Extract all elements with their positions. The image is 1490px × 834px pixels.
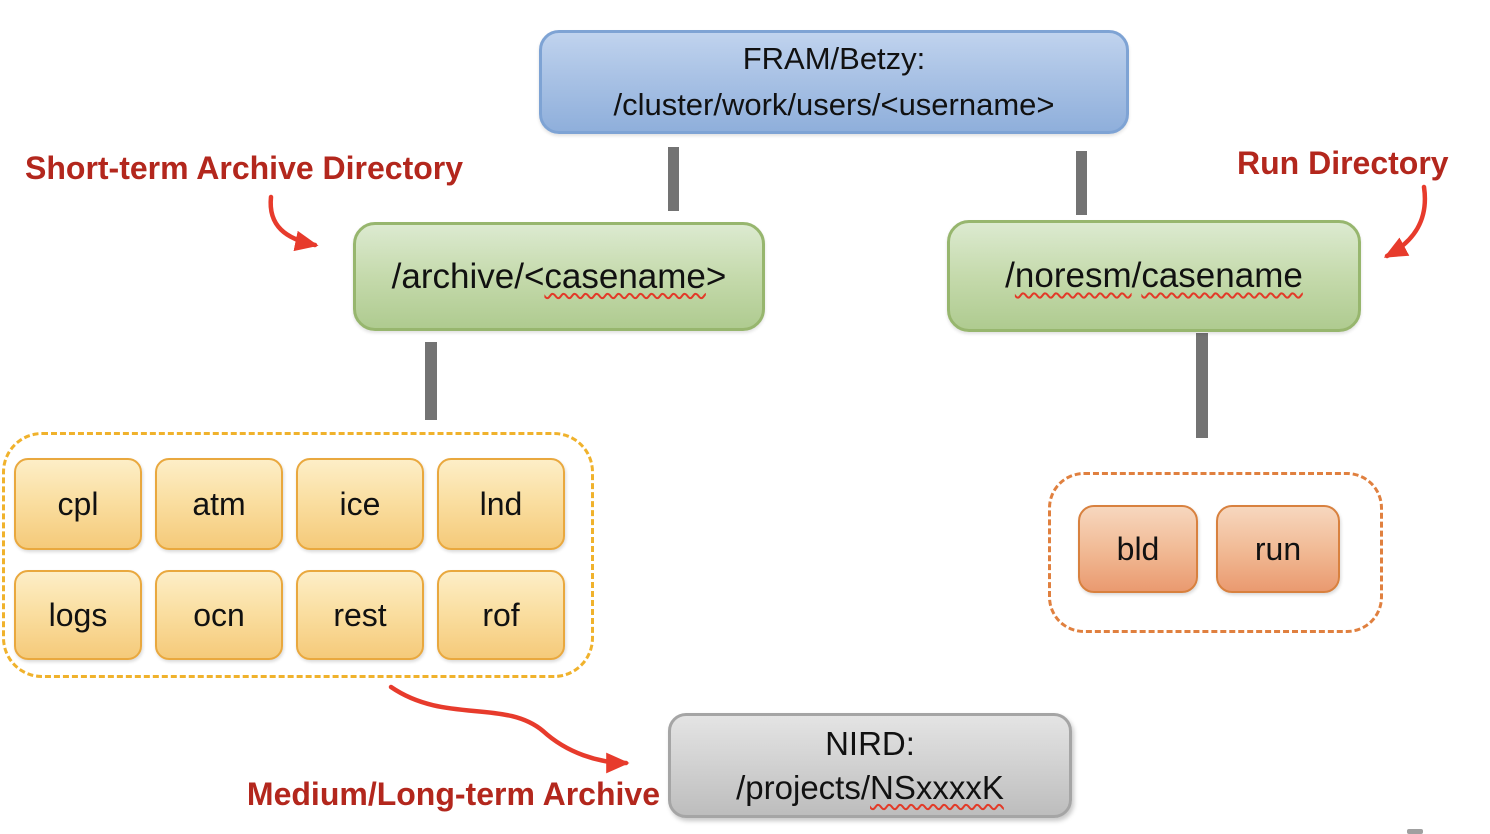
- short-term-archive-label: Short-term Archive Directory: [25, 150, 464, 186]
- folder-bld: bld: [1078, 505, 1198, 593]
- folder-cpl: cpl: [14, 458, 142, 550]
- archive-path-suffix: >: [705, 256, 727, 296]
- archive-folders-group: [2, 432, 594, 678]
- folder-ice: ice: [296, 458, 424, 550]
- noresm-path: /noresm/casename: [1005, 256, 1303, 296]
- nird-line2: /projects/NSxxxxK: [736, 766, 1004, 810]
- folder-lnd: lnd: [437, 458, 565, 550]
- folder-ocn: ocn: [155, 570, 283, 660]
- node-noresm-casename: /noresm/casename: [947, 220, 1361, 332]
- fram-line2: /cluster/work/users/<username>: [613, 87, 1055, 122]
- nird-path-prefix: /projects/: [736, 768, 871, 806]
- short-term-arrow: [268, 194, 319, 252]
- run-directory-label: Run Directory: [1237, 145, 1449, 181]
- run-folders-group: [1048, 472, 1383, 633]
- connector-archive-folders: [425, 342, 437, 420]
- archive-path-casename: casename: [544, 256, 706, 296]
- archive-path-prefix: /archive/<: [391, 256, 545, 296]
- node-archive-casename: /archive/<casename>: [353, 222, 765, 331]
- connector-fram-archive: [668, 147, 679, 211]
- fram-line1: FRAM/Betzy:: [742, 41, 926, 76]
- noresm-path-slash2: /: [1131, 256, 1142, 295]
- noresm-path-casename: casename: [1141, 256, 1303, 295]
- noresm-path-slash1: /: [1005, 256, 1015, 295]
- connector-noresm-folders: [1196, 333, 1208, 438]
- clipped-page-number: [1407, 829, 1423, 834]
- folder-rest: rest: [296, 570, 424, 660]
- folder-rof: rof: [437, 570, 565, 660]
- archive-path: /archive/<casename>: [392, 257, 727, 297]
- folder-logs: logs: [14, 570, 142, 660]
- medium-long-term-archive-label: Medium/Long-term Archive: [246, 776, 660, 812]
- nird-path-project: NSxxxxK: [870, 768, 1004, 806]
- noresm-path-noresm: noresm: [1014, 256, 1132, 295]
- nird-line1: NIRD:: [825, 724, 915, 762]
- node-fram-betzy: FRAM/Betzy: /cluster/work/users/<usernam…: [539, 30, 1129, 134]
- folder-run: run: [1216, 505, 1340, 593]
- folder-atm: atm: [155, 458, 283, 550]
- node-nird: NIRD: /projects/NSxxxxK: [668, 713, 1072, 818]
- connector-fram-noresm: [1076, 151, 1087, 215]
- medium-long-arrow: [388, 684, 630, 774]
- run-directory-arrow: [1383, 184, 1428, 259]
